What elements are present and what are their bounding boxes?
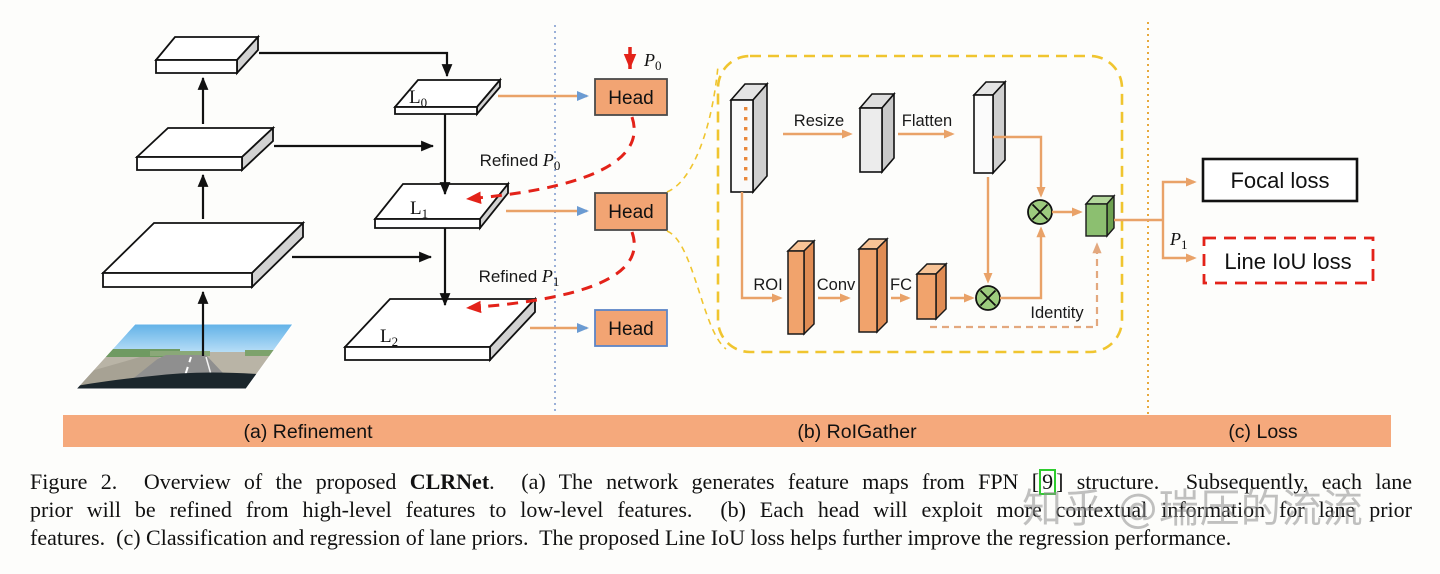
backbone-map-1 — [154, 34, 261, 76]
fpn-map-l2: L2 — [342, 296, 538, 363]
line-iou-loss-box: Line IoU loss — [1202, 236, 1375, 285]
fc-feature-box — [915, 262, 948, 321]
flatten-right-arrow — [993, 135, 1046, 198]
attention-up-arrow — [1000, 226, 1046, 300]
conv-feature-box — [857, 237, 889, 334]
flattened-feature-box — [972, 79, 1007, 176]
zoom-connector-bottom — [666, 230, 727, 350]
head-box-2: Head — [594, 192, 668, 231]
flatten-label: Flatten — [902, 112, 952, 130]
fc-label: FC — [890, 276, 912, 294]
p1-label: P1 — [1169, 229, 1188, 252]
refined-p0-label: Refined P0 — [480, 150, 561, 173]
fpn-map-l1: L1 — [373, 181, 510, 231]
multiply-node-top — [1027, 199, 1053, 225]
zoom-connector-top — [666, 65, 719, 193]
head-label: Head — [608, 88, 653, 109]
roigather-box — [716, 54, 1124, 354]
fpn-map-l0: L0 — [393, 77, 502, 117]
clrnet-figure: L0 L1 L2 P0 Refined P0 Refined P1 Head — [63, 22, 1391, 447]
resized-feature-box — [858, 91, 896, 175]
caption-line-3: features. (c) Classification and regress… — [30, 525, 1232, 550]
figure-caption: Figure 2. Overview of the proposed CLRNe… — [30, 468, 1412, 552]
l2-label: L2 — [380, 326, 398, 349]
output-feature-box — [1084, 194, 1116, 238]
caption-text: . (a) The network generates feature maps… — [489, 469, 1040, 494]
multiply-icon — [979, 289, 997, 307]
section-banner: (a) Refinement (b) RoIGather (c) Loss — [63, 415, 1391, 447]
l0-label: L0 — [409, 87, 427, 110]
head-label: Head — [608, 202, 653, 223]
focal-branch-arrow — [1161, 177, 1197, 220]
focal-loss-label: Focal loss — [1230, 168, 1329, 193]
banner-strip — [63, 415, 1391, 447]
head-box-1: Head — [594, 78, 668, 116]
identity-label: Identity — [1030, 304, 1084, 322]
section-label-refinement: (a) Refinement — [244, 421, 374, 443]
backbone-map-3 — [100, 220, 306, 290]
l1-label: L1 — [410, 198, 428, 221]
multiply-node-bottom — [975, 285, 1001, 311]
identity-path — [930, 242, 1102, 329]
backbone-arrows — [197, 51, 453, 356]
section-label-loss: (c) Loss — [1228, 421, 1298, 443]
resize-label: Resize — [794, 112, 844, 130]
iou-branch-arrow — [1161, 220, 1197, 263]
road-image — [74, 323, 294, 390]
backbone-map-2 — [134, 125, 276, 173]
caption-text: Figure 2. Overview of the proposed — [30, 469, 410, 494]
multiply-icon — [1031, 203, 1049, 221]
head-label: Head — [608, 319, 653, 340]
focal-loss-box: Focal loss — [1201, 157, 1359, 203]
caption-text: ] structure. Subsequently, each lane — [1056, 469, 1412, 494]
head-box-3: Head — [594, 309, 668, 347]
caption-line-1: Figure 2. Overview of the proposed CLRNe… — [30, 468, 1412, 496]
refined-p1-label: Refined P1 — [479, 266, 560, 289]
lane-prior-points — [744, 107, 748, 181]
line-iou-loss-label: Line IoU loss — [1224, 249, 1351, 274]
conv-label: Conv — [817, 276, 856, 294]
caption-bold-clrnet: CLRNet — [409, 469, 490, 494]
prior-feature-box — [729, 81, 769, 195]
roi-feature-box — [786, 239, 816, 336]
section-label-roigather: (b) RoIGather — [797, 421, 917, 443]
caption-line-2: prior will be refined from high-level fe… — [30, 497, 1412, 522]
p0-label: P0 — [643, 50, 662, 73]
citation-link[interactable]: 9 — [1039, 469, 1057, 495]
roi-label: ROI — [753, 276, 782, 294]
roi-path — [740, 192, 783, 303]
